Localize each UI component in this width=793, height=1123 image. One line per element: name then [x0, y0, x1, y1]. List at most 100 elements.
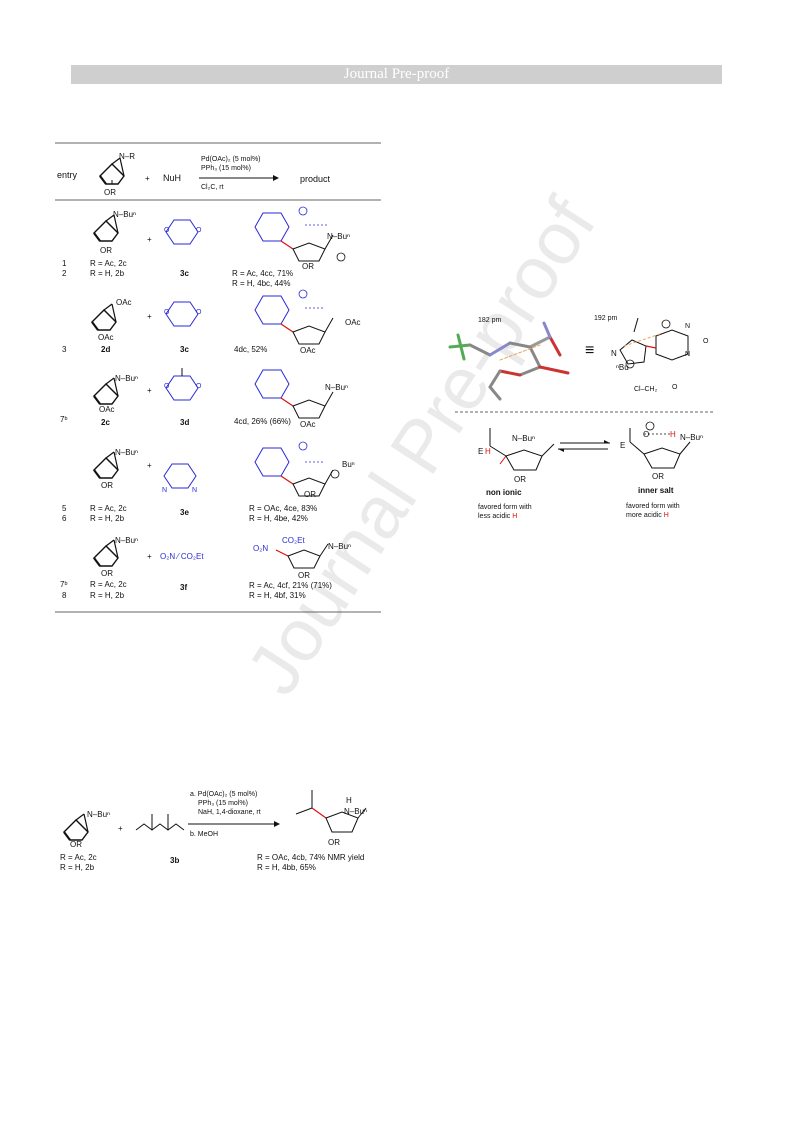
substrate-or-label: OAc [98, 333, 114, 342]
product-or-label: OR [298, 571, 310, 580]
crystal-bu-label: ⁿBu [616, 363, 629, 372]
condition-line: a. Pd(OAc)₂ (5 mol%) [190, 791, 258, 798]
header-substrate-or: OR [104, 188, 116, 197]
substrate-or-label: OR [101, 569, 113, 578]
entry-number: 2 [62, 269, 67, 278]
entry-number: 6 [62, 514, 67, 523]
acidic-h-label: H [512, 513, 518, 520]
product-structure [254, 206, 346, 262]
header-plus: + [145, 174, 150, 183]
header-substrate-structure [99, 157, 125, 185]
product-n-label: N–Buⁿ [327, 232, 350, 241]
substrate-line: R = H, 2b [60, 863, 95, 872]
journal-preproof-banner: Journal Pre-proof [71, 65, 722, 84]
substrate-line: R = H, 2b [90, 269, 125, 278]
product-n-label: N–Buⁿ [344, 807, 367, 816]
plus-sign: + [147, 461, 152, 470]
crystal-n2: N [685, 351, 691, 358]
product-line: R = H, 4bb, 65% [257, 863, 316, 872]
inner-salt-e-label: E [620, 441, 626, 450]
non-ionic-h-label: H [485, 447, 491, 456]
product-n-label: N–Buⁿ [325, 383, 348, 392]
nucleophile-label: 3f [180, 583, 188, 592]
product-line: R = H, 4be, 42% [249, 514, 308, 523]
non-ionic-description: favored form with [478, 504, 532, 511]
crystal-n1: N [685, 323, 691, 330]
desc-text: more acidic [626, 512, 664, 519]
substrate-n-label: N–Buⁿ [113, 210, 136, 219]
svg-text:O: O [164, 383, 170, 390]
distance-label-right: 192 pm [594, 315, 618, 322]
nucleophile-label: 3c [180, 345, 189, 354]
entry-number: 8 [62, 591, 67, 600]
substrate-or-label: OAc [99, 405, 115, 414]
condition-line: PPh₃ (15 mol%) [198, 800, 248, 807]
nucleophile-label: 3d [180, 418, 190, 427]
entry-number: 7ᵇ [60, 580, 68, 589]
inner-salt-o-label: O [643, 430, 650, 439]
nucleophile-structure: O O [164, 368, 202, 401]
non-ionic-or-label: OR [514, 475, 526, 484]
entry-number: 3 [62, 345, 67, 354]
inner-salt-n-label: N–Buⁿ [680, 433, 703, 442]
svg-text:O: O [164, 309, 170, 316]
nucleophile-label: 3e [180, 508, 189, 517]
plus-sign: + [118, 824, 123, 833]
substrate-line: R = Ac, 2c [60, 853, 97, 862]
product-line: R = OAc, 4cb, 74% NMR yield [257, 853, 365, 862]
plus-sign: + [147, 386, 152, 395]
inner-salt-description-2: more acidic H [626, 511, 669, 521]
entry-number: 1 [62, 259, 67, 268]
svg-text:O: O [164, 227, 170, 234]
nucleophile-structure: O O [164, 301, 202, 327]
substrate-line: R = H, 2b [90, 514, 125, 523]
reaction-arrow [188, 821, 280, 827]
plus-sign: + [147, 312, 152, 321]
product-structure [254, 289, 334, 345]
entry-number: 5 [62, 504, 67, 513]
product-n-label: Buⁿ [342, 460, 355, 469]
product-or-label: OR [302, 262, 314, 271]
substrate-or-label: OR [100, 246, 112, 255]
svg-text:N: N [192, 487, 197, 494]
nucleophile-formula: O₂N ⁄ CO₂Et [160, 552, 204, 561]
substrate-structure [93, 377, 119, 405]
equivalence-symbol: ≡ [585, 342, 595, 359]
product-line: 4dc, 52% [234, 345, 268, 354]
plus-sign: + [147, 235, 152, 244]
svg-text:O: O [196, 227, 202, 234]
product-n-label: N–Buⁿ [328, 542, 351, 551]
inner-salt-structure [629, 421, 691, 469]
nucleophile-structure [135, 814, 185, 831]
substrate-structure [93, 539, 119, 567]
non-ionic-structure [489, 428, 555, 471]
product-or-label: OR [328, 838, 340, 847]
product-structure [295, 790, 367, 833]
header-reaction-arrow [199, 175, 279, 181]
product-line: 4cd, 26% (66%) [234, 417, 291, 426]
nucleophile-structure: N N [162, 463, 197, 494]
substrate-structure [93, 214, 119, 242]
inner-salt-h-label: H [670, 430, 676, 439]
substrate-line: R = Ac, 2c [90, 580, 127, 589]
non-ionic-description-2: less acidic H [478, 512, 517, 522]
crystal-n-label: N [611, 349, 617, 358]
product-line: R = OAc, 4ce, 83% [249, 504, 318, 513]
desc-text: less acidic [478, 513, 513, 520]
substrate-structure [93, 451, 119, 479]
condition-line: NaH, 1,4-dioxane, rt [198, 809, 261, 816]
svg-text:O: O [196, 309, 202, 316]
substrate-or-label: OR [70, 840, 82, 849]
substrate-line: R = Ac, 2c [90, 259, 127, 268]
product-n-label: OAc [345, 318, 361, 327]
non-ionic-n-label: N–Buⁿ [512, 434, 535, 443]
svg-text:N: N [162, 487, 167, 494]
crystal-structure-model [448, 321, 570, 401]
substrate-n-label: N–Buⁿ [87, 810, 110, 819]
inner-salt-title: inner salt [638, 486, 674, 495]
equilibrium-arrows-icon [558, 440, 610, 452]
distance-label-left: 182 pm [478, 317, 502, 324]
inner-salt-or-label: OR [652, 472, 664, 481]
substrate-line: R = Ac, 2c [90, 504, 127, 513]
